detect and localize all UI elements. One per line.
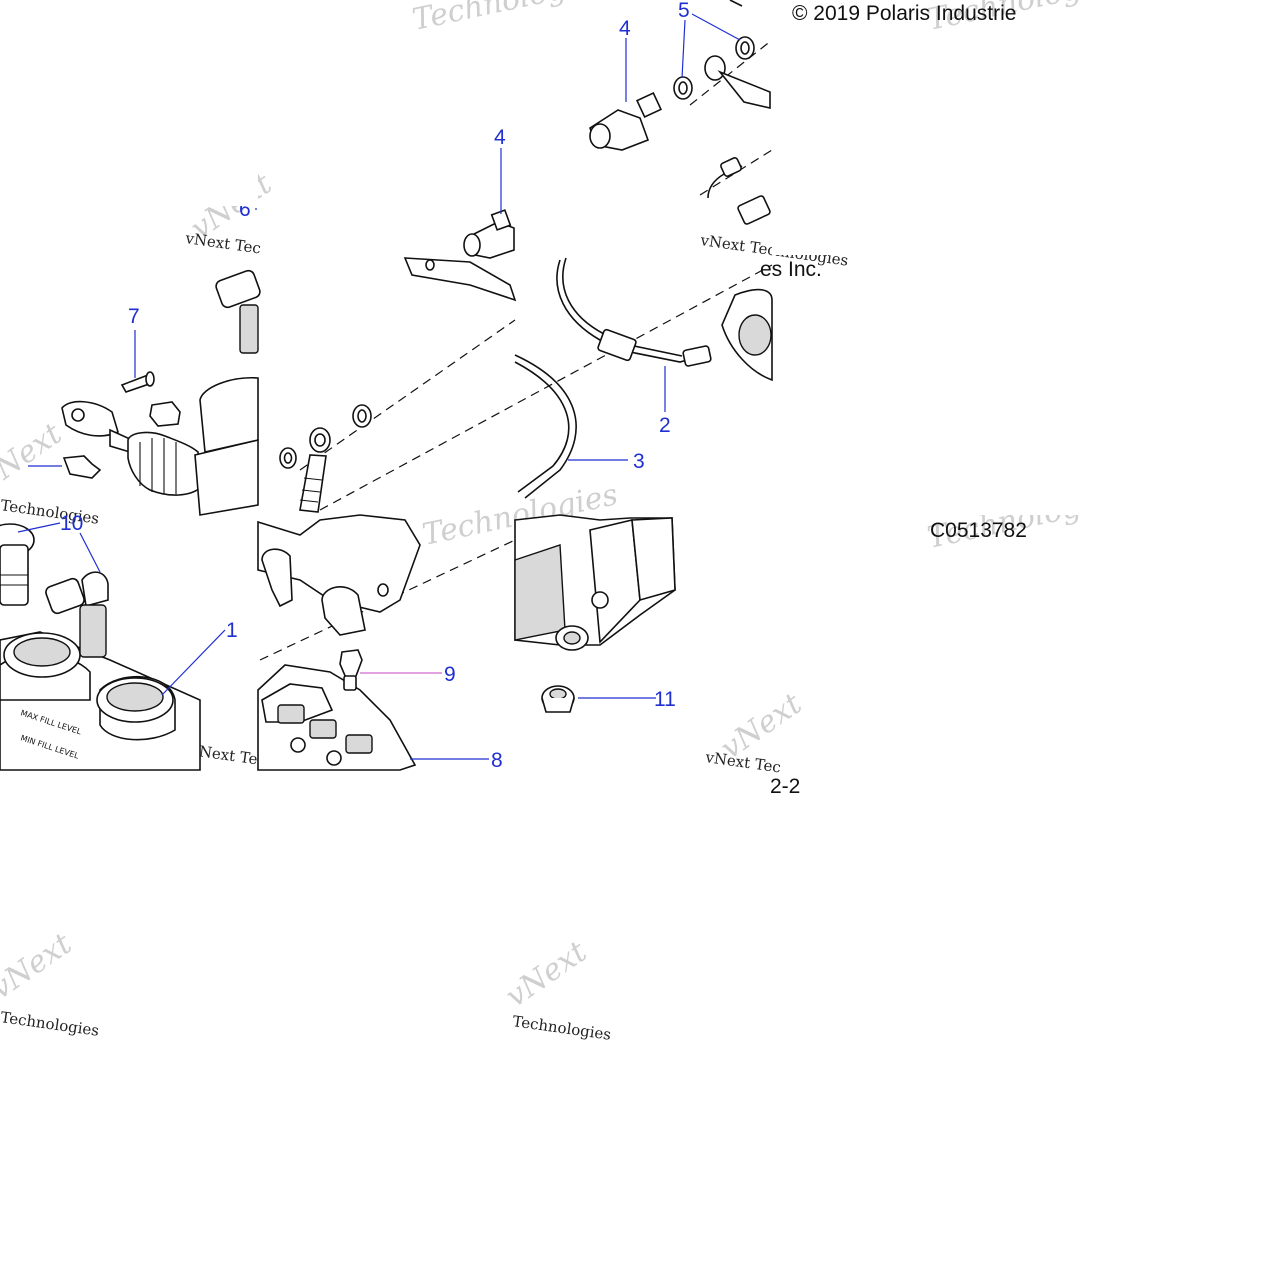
callout-1: 1 [226,619,238,642]
banjo-fitting-top [589,0,771,151]
connector-10-right [45,571,109,658]
bracket-right [721,288,773,382]
callout-11: 11 [654,688,676,711]
callout-3: 3 [633,450,645,473]
callout-6: 6 [239,198,251,221]
callout-8: 8 [491,749,503,772]
connector-10-left [0,523,35,606]
watermark-text-left: Technologies [0,496,100,528]
copyright-text: © 2019 Polaris Industrie [792,2,1016,25]
callout-9: 9 [444,663,456,686]
banjo-bolt-mid [279,404,372,513]
reservoir-cap-left [3,632,81,678]
clamp-bracket [257,514,421,636]
callout-10: 10 [60,512,83,535]
bleeder-9 [339,649,363,691]
watermark-text-lower-right: vNext Tec [703,748,782,777]
callout-7: 7 [128,305,140,328]
bracket-top-mid [403,257,517,302]
leader-lines [17,13,741,760]
plain-labels: © 2019 Polaris Industrie es Inc. C051378… [760,2,1027,798]
callout-4-upper: 4 [619,17,631,40]
callout-2: 2 [659,414,671,437]
callouts: 1 2 3 4 4 5 6 7 8 9 10 11 [60,0,690,772]
watermark-left-brand: vNext [0,416,69,497]
reservoir-cap-right [96,677,174,723]
callout-4-lower: 4 [494,126,506,149]
watermark-text-6: vNext Tec [183,229,262,258]
diagram-code: C0513782 [930,519,1027,542]
brake-line-2 [556,257,712,367]
abs-module-8 [257,664,417,771]
grommet-11 [541,685,575,713]
watermark-top: Technologies [409,0,610,38]
abs-block [514,514,676,651]
copyright-fragment: es Inc. [760,258,822,281]
brake-hose-3 [514,354,577,499]
hose-fitting-upper-right [707,157,771,225]
fitting-4-lower [463,209,515,259]
page-ref: 2-2 [770,775,800,798]
clevis-pin-7 [120,371,155,393]
callout-5: 5 [678,0,690,22]
master-cylinder [61,377,259,516]
connector-6 [215,269,261,354]
